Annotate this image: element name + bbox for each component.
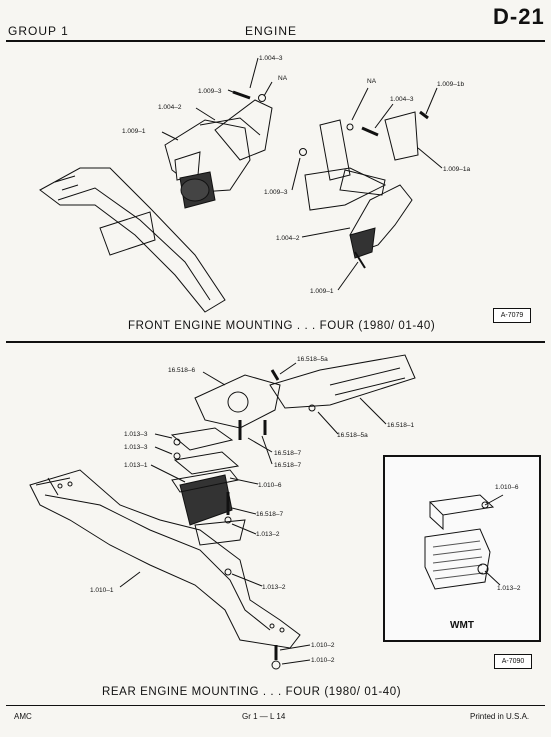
callout-1010-2-lower: 1.010–2 — [311, 657, 335, 664]
callout-na-right: NA — [367, 78, 377, 85]
callout-16518-5a: 16.518–5a — [297, 356, 328, 363]
footer-center: Gr 1 — L 14 — [242, 712, 286, 721]
footer-right: Printed in U.S.A. — [470, 712, 530, 721]
page-number: D-21 — [493, 4, 545, 29]
figure1-ref-box: A-7079 — [493, 308, 531, 323]
callout-1010-1: 1.010–1 — [90, 587, 114, 594]
callout-1004-3: 1.004–3 — [259, 55, 283, 62]
callout-16518-7-a: 16.518–7 — [274, 450, 301, 457]
callout-1009-1b: 1.009–1b — [437, 81, 464, 88]
callout-1004-2: 1.004–2 — [158, 104, 182, 111]
figure2-ref-box: A-7090 — [494, 654, 532, 669]
wmt-label: WMT — [450, 620, 474, 631]
section-divider — [6, 341, 545, 343]
callout-1009-3: 1.009–3 — [198, 88, 222, 95]
inset-callout-1010-6: 1.010–6 — [495, 484, 519, 491]
callout-1004-3-right: 1.004–3 — [390, 96, 414, 103]
section-title: ENGINE — [245, 24, 298, 38]
callout-1010-2: 1.010–2 — [311, 642, 335, 649]
callout-16518-7-b: 16.518–7 — [274, 462, 301, 469]
callout-1013-3-second: 1.013–3 — [124, 444, 148, 451]
callout-16518-6: 16.518–6 — [168, 367, 195, 374]
callout-na: NA — [278, 75, 288, 82]
header-rule — [6, 40, 545, 42]
callout-1009-1: 1.009–1 — [122, 128, 146, 135]
callout-1013-3: 1.013–3 — [124, 431, 148, 438]
callout-1009-3-right: 1.009–3 — [264, 189, 288, 196]
wmt-inset: 1.010–6 1.013–2 WMT — [383, 455, 541, 642]
callout-16518-7-c: 16.518–7 — [256, 511, 283, 518]
group-label: GROUP 1 — [8, 24, 69, 38]
callout-16518-1: 16.518–1 — [387, 422, 414, 429]
callout-1009-1-right: 1.009–1 — [310, 288, 334, 295]
wmt-inset-drawing: 1.010–6 1.013–2 — [424, 484, 521, 592]
callout-1013-2: 1.013–2 — [256, 531, 280, 538]
inset-callout-1013-2: 1.013–2 — [497, 585, 521, 592]
callout-1004-2-right: 1.004–2 — [276, 235, 300, 242]
callout-1013-2-lower: 1.013–2 — [262, 584, 286, 591]
callout-16518-5a-lower: 16.518–5a — [337, 432, 368, 439]
footer-left: AMC — [14, 712, 32, 721]
callout-1013-1: 1.013–1 — [124, 462, 148, 469]
callout-1010-6: 1.010–6 — [258, 482, 282, 489]
footer-rule — [6, 705, 545, 706]
figure2-caption: REAR ENGINE MOUNTING . . . FOUR (1980/ 0… — [102, 686, 402, 698]
figure1-caption: FRONT ENGINE MOUNTING . . . FOUR (1980/ … — [128, 320, 436, 332]
callout-1009-1a: 1.009–1a — [443, 166, 470, 173]
